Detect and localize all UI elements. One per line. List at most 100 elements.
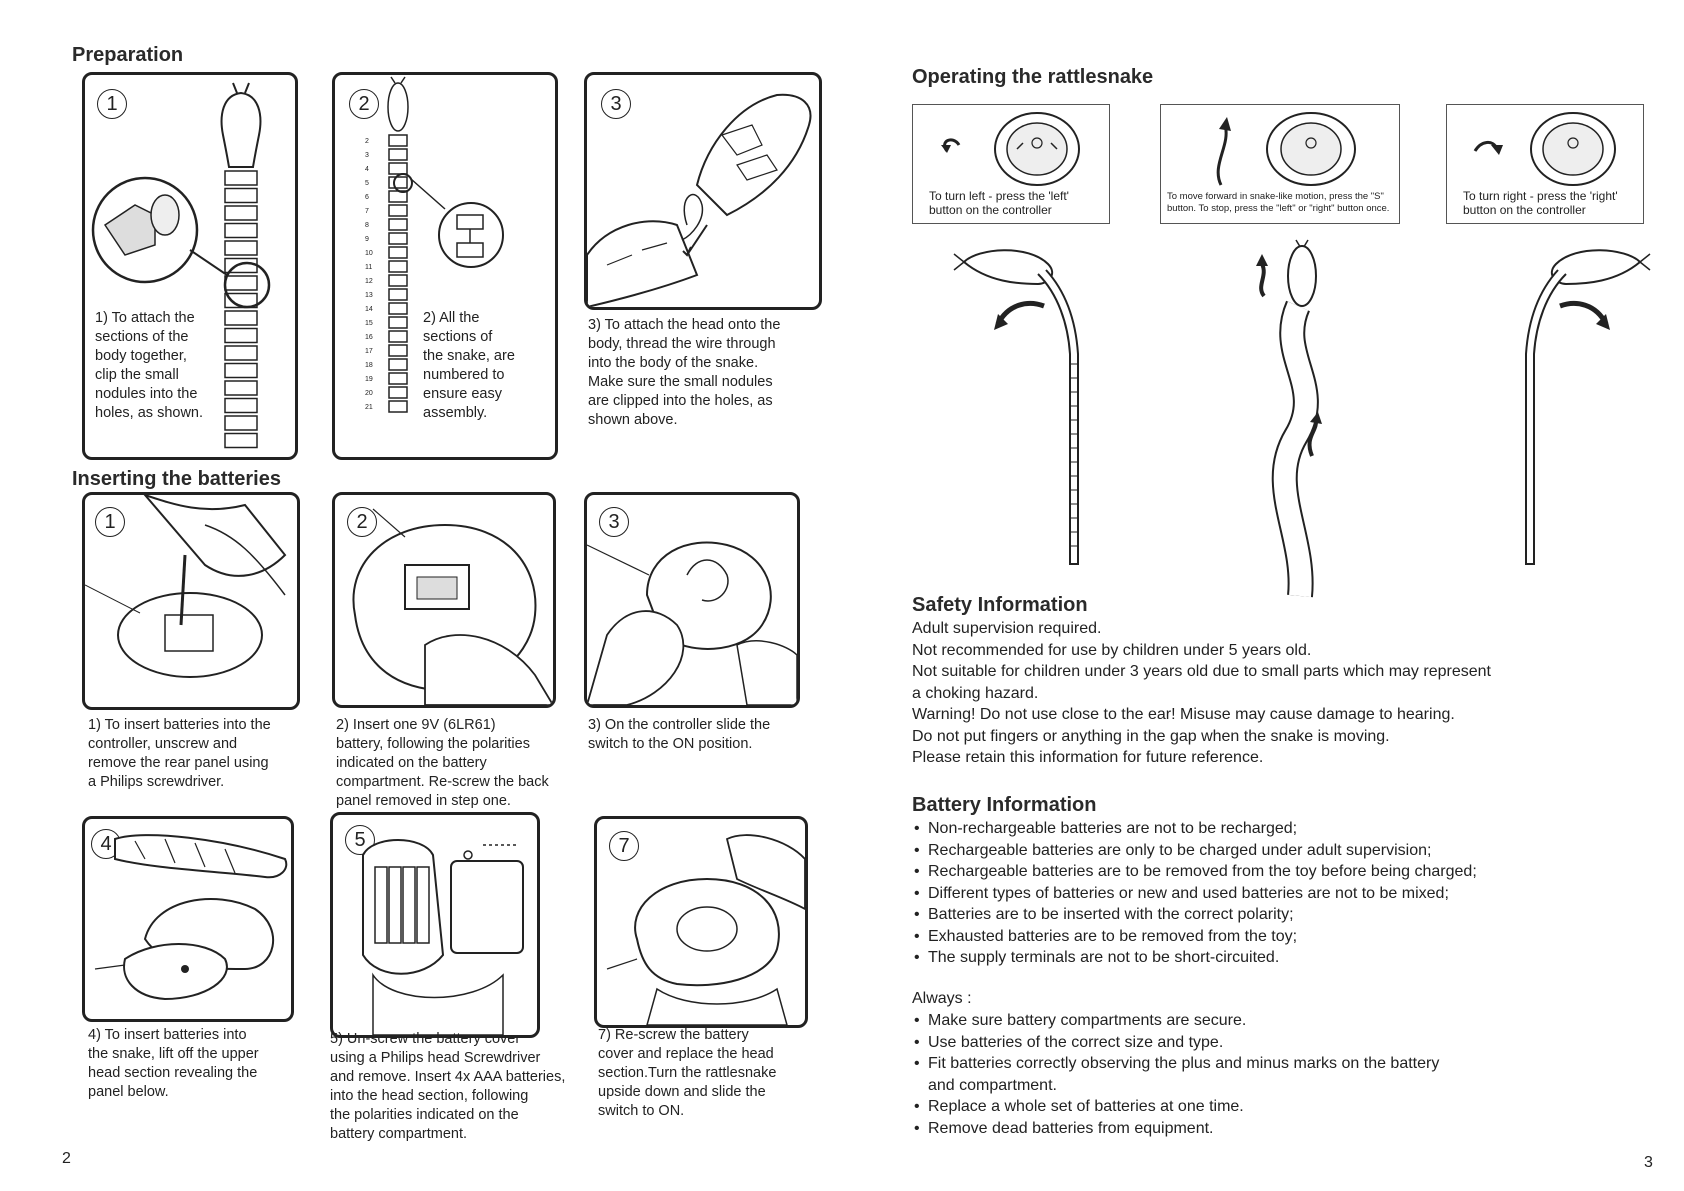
prep-step-3-caption: 3) To attach the head onto the body, thr… — [588, 317, 781, 428]
body-segment — [388, 372, 408, 385]
safety-line: Not suitable for children under 3 years … — [912, 663, 1491, 680]
segment-number: 20 — [365, 390, 373, 397]
battery-bullet: Exhausted batteries are to be removed fr… — [912, 926, 1477, 948]
body-segment — [388, 344, 408, 357]
always-bullet: Fit batteries correctly observing the pl… — [912, 1053, 1439, 1096]
segment-number: 11 — [365, 264, 373, 271]
segment-number: 5 — [365, 180, 369, 187]
body-segment — [388, 316, 408, 329]
body-segment — [388, 358, 408, 371]
battery-step-1-number: 1 — [95, 507, 125, 537]
snake-left-turn-illustration — [953, 249, 1079, 565]
battery-step-7-caption: 7) Re-screw the battery cover and replac… — [598, 1027, 777, 1119]
segment-number: 10 — [365, 250, 373, 257]
body-segment — [224, 415, 258, 431]
segment-number: 18 — [365, 362, 373, 369]
body-segment — [388, 330, 408, 343]
segment-number: 4 — [365, 166, 369, 173]
body-segment — [388, 400, 408, 413]
snake-right-turn-illustration — [1525, 249, 1651, 565]
body-segment — [224, 187, 258, 204]
body-segment — [224, 205, 258, 221]
battery-step-5-panel: 5 — [330, 812, 540, 1038]
snake-assembly-illustration — [91, 82, 271, 449]
turn-left-caption: To turn left - press the 'left' button o… — [929, 189, 1069, 217]
head-attachment-illustration — [587, 93, 812, 307]
body-segment — [388, 386, 408, 399]
segment-number: 9 — [365, 236, 369, 243]
safety-line: Adult supervision required. — [912, 620, 1102, 637]
battery-info-list: Non-rechargeable batteries are not to be… — [912, 818, 1477, 969]
body-segment — [224, 240, 258, 256]
body-segment — [388, 162, 408, 175]
battery-bullet: The supply terminals are not to be short… — [912, 947, 1477, 969]
controller-switch-illustration — [587, 541, 797, 705]
segment-number: 13 — [365, 292, 373, 299]
safety-line: Warning! Do not use close to the ear! Mi… — [912, 706, 1455, 723]
aaa-battery-compartment-illustration — [362, 839, 524, 1035]
always-bullet: Use batteries of the correct size and ty… — [912, 1032, 1439, 1054]
body-segment — [224, 310, 258, 326]
snake-head-lift-illustration — [94, 834, 288, 1001]
page-number-right: 3 — [1644, 1154, 1653, 1171]
segment-number: 3 — [365, 152, 369, 159]
operating-heading: Operating the rattlesnake — [912, 66, 1154, 88]
battery-step-1-panel: 1 — [82, 492, 300, 710]
body-segment — [388, 288, 408, 301]
batteries-heading: Inserting the batteries — [72, 468, 281, 490]
body-segment — [388, 274, 408, 287]
prep-step-3-panel: 3 — [584, 72, 822, 310]
controller-right-illustration — [1473, 112, 1616, 186]
prep-step-1-caption: 1) To attach the sections of the body to… — [95, 310, 204, 421]
safety-line: Please retain this information for futur… — [912, 749, 1264, 766]
segment-number: 8 — [365, 222, 369, 229]
9v-battery-illustration — [352, 508, 553, 705]
safety-line: Do not put fingers or anything in the ga… — [912, 727, 1390, 745]
turn-right-caption: To turn right - press the 'right' button… — [1463, 189, 1618, 217]
body-segment — [224, 362, 258, 379]
battery-bullet: Batteries are to be inserted with the co… — [912, 904, 1477, 926]
battery-step-1-caption: 1) To insert batteries into the controll… — [88, 717, 271, 790]
segment-number: 15 — [365, 320, 373, 327]
battery-step-4-panel: 4 — [82, 816, 294, 1022]
prep-step-1-number: 1 — [97, 89, 127, 119]
move-forward-caption: To move forward in snake-like motion, pr… — [1167, 191, 1390, 214]
body-segment — [224, 327, 258, 344]
battery-step-3-caption: 3) On the controller slide the switch to… — [588, 717, 771, 752]
battery-step-3-number: 3 — [599, 507, 629, 537]
body-segment — [388, 302, 408, 315]
battery-step-7-number: 7 — [609, 831, 639, 861]
segment-number: 16 — [365, 334, 373, 341]
body-segment — [388, 148, 408, 161]
segment-number: 14 — [365, 306, 373, 313]
battery-bullet: Rechargeable batteries are only to be ch… — [912, 840, 1477, 862]
body-segment — [224, 380, 258, 396]
battery-step-5-caption: 5) Un-screw the battery cover using a Ph… — [330, 1031, 566, 1142]
battery-bullet: Rechargeable batteries are to be removed… — [912, 861, 1477, 883]
body-segment — [388, 218, 408, 231]
always-bullet: Replace a whole set of batteries at one … — [912, 1096, 1439, 1118]
preparation-heading: Preparation — [72, 44, 184, 66]
turn-left-panel: To turn left - press the 'left' button o… — [912, 104, 1110, 224]
body-segment — [224, 292, 258, 309]
always-bullet: Make sure battery compartments are secur… — [912, 1010, 1439, 1032]
safety-line: Not recommended for use by children unde… — [912, 641, 1312, 659]
turn-right-panel: To turn right - press the 'right' button… — [1446, 104, 1644, 224]
body-segment — [388, 204, 408, 217]
segment-number: 2 — [365, 138, 369, 145]
body-segment — [224, 222, 258, 239]
battery-bullet: Non-rechargeable batteries are not to be… — [912, 818, 1477, 840]
safety-heading: Safety Information — [912, 594, 1088, 616]
body-segment — [388, 134, 408, 147]
body-segment — [224, 397, 258, 414]
battery-info-heading: Battery Information — [912, 794, 1097, 816]
body-segment — [224, 275, 258, 291]
segment-number: 19 — [365, 376, 373, 383]
always-list: Make sure battery compartments are secur… — [912, 1010, 1439, 1139]
battery-bullet: Different types of batteries or new and … — [912, 883, 1477, 905]
move-forward-panel: To move forward in snake-like motion, pr… — [1160, 104, 1400, 224]
battery-step-2-caption: 2) Insert one 9V (6LR61) battery, follow… — [336, 717, 549, 809]
prep-step-2-caption: 2) All the sections of the snake, are nu… — [423, 310, 515, 421]
